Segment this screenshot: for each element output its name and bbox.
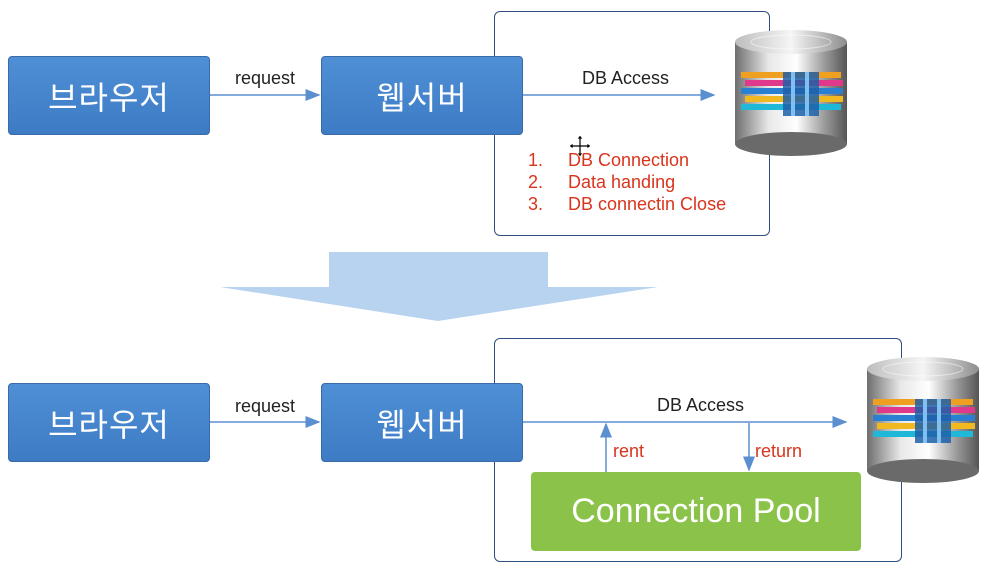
move-cursor-icon: [568, 134, 592, 158]
step-number: 3.: [528, 194, 544, 214]
step-item: 3. DB connectin Close: [528, 193, 726, 215]
step-item: 1. DB Connection: [528, 149, 726, 171]
step-text: DB connectin Close: [568, 194, 727, 214]
step-number: 2.: [528, 172, 544, 192]
step-item: 2. Data handing: [528, 171, 726, 193]
database-icon: [735, 30, 847, 156]
top-browser-box: 브라우저: [8, 56, 210, 135]
database-icon: [867, 357, 979, 483]
connection-pool-box: Connection Pool: [531, 472, 861, 551]
top-db-access-label: DB Access: [582, 68, 670, 88]
bottom-db-access-label: DB Access: [657, 395, 745, 415]
bottom-request-label: request: [235, 396, 296, 416]
return-label: return: [755, 441, 803, 461]
transition-down-arrow: [220, 252, 658, 321]
step-number: 1.: [528, 150, 544, 170]
top-db-frame: [494, 11, 770, 236]
step-text: DB Connection: [568, 150, 690, 170]
top-request-label: request: [235, 68, 296, 88]
bottom-browser-box: 브라우저: [8, 383, 210, 462]
rent-label: rent: [613, 441, 645, 461]
step-text: Data handing: [568, 172, 676, 192]
top-webserver-box: 웹서버: [321, 56, 523, 135]
bottom-webserver-box: 웹서버: [321, 383, 523, 462]
top-steps-list: 1. DB Connection 2. Data handing 3. DB conn…: [528, 149, 726, 215]
